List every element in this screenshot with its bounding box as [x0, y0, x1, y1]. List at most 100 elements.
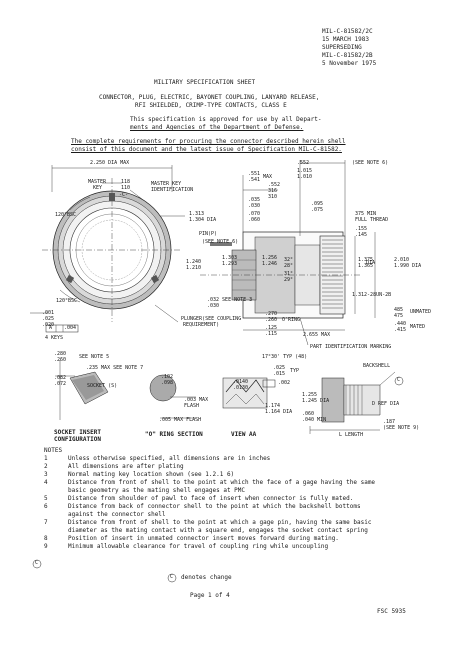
- label-d1990: 1.990 DIA: [394, 263, 422, 269]
- superseded-id: MIL-C-81582/2B: [322, 52, 373, 59]
- label-detail-d1164: 1.164 DIA: [265, 409, 293, 415]
- change-legend-circle-icon: [167, 573, 177, 583]
- label-detail-d040: .040 MIN: [302, 417, 327, 423]
- label-detail-angle: 17°30' TYP (48): [262, 354, 308, 360]
- label-detail-d187: .187: [383, 419, 396, 425]
- label-oring: O'RING: [282, 317, 301, 323]
- label-dia-1313: 1.313: [189, 211, 205, 217]
- label-detail-d260: .260: [54, 357, 67, 363]
- note-text: against the connector shell: [68, 511, 166, 518]
- label-bsc120: 120°BSC: [55, 212, 77, 218]
- label-d552b: .552: [297, 160, 310, 166]
- note-num: 4: [44, 479, 48, 486]
- label-master-key-id2: IDENTIFICATION: [151, 187, 194, 193]
- label-d030: .030: [248, 203, 261, 209]
- label-d541: .541: [248, 177, 261, 183]
- approval-line2: ments and Agencies of the Department of …: [130, 124, 304, 131]
- note-num: 1: [44, 455, 48, 462]
- label-d1365: 1.365: [358, 263, 374, 269]
- note-text: Unless otherwise specified, all dimensio…: [68, 455, 271, 462]
- label-d485: 485: [394, 307, 404, 313]
- requirements-line1: The complete requirements for procuring …: [71, 138, 346, 145]
- label-d1240: 1.240: [186, 259, 202, 265]
- label-detail-d235: .235 MAX SEE NOTE 7: [86, 365, 144, 371]
- label-d032: .032 SEE NOTE 3: [207, 297, 253, 303]
- label-see-note6b: (SEE NOTE 6): [352, 160, 389, 166]
- label-d125: .125: [265, 325, 278, 331]
- label-d070: .070: [248, 211, 261, 217]
- label-d310: 310: [268, 194, 278, 200]
- note-num: 8: [44, 535, 48, 542]
- notes-heading: NOTES: [44, 447, 63, 454]
- label-d1303: 1.303: [222, 255, 238, 261]
- note-num: 9: [44, 543, 48, 550]
- label-four-keys: 4 KEYS: [45, 335, 64, 341]
- label-detail-d1255: 1.255: [302, 392, 318, 398]
- label-d1246: 1.246: [262, 261, 278, 267]
- label-d025: .025: [42, 316, 55, 322]
- label-dia-1304: 1.304 DIA: [189, 217, 217, 223]
- label-d035: .035: [248, 197, 261, 203]
- note-text: diameter as the mating contact with a sq…: [68, 527, 368, 534]
- label-ref-c: -C-: [119, 192, 129, 198]
- label-master-key-id: MASTER KEY: [151, 181, 182, 187]
- requirements-line2: consist of this document and the latest …: [71, 146, 342, 153]
- note-text: All dimensions are after plating: [68, 463, 184, 470]
- note-text: Normal mating key location shown (see 1.…: [68, 471, 235, 478]
- label-thread: 1.312-28UN-2B: [352, 292, 392, 298]
- label-d1293: 1.293: [222, 261, 238, 267]
- title-line1: CONNECTOR, PLUG, ELECTRIC, BAYONET COUPL…: [99, 94, 320, 101]
- note-num: 6: [44, 503, 48, 510]
- front-face-view: [42, 178, 182, 322]
- note-text: Distance from front of shell to the poin…: [68, 519, 372, 526]
- label-datum-004: .004: [64, 325, 77, 331]
- note-num: 5: [44, 495, 48, 502]
- label-plunger2: REQUIREMENT): [183, 322, 220, 328]
- label-detail-d098: .098: [161, 380, 174, 386]
- label-d2010: 2.010: [394, 257, 410, 263]
- label-mated: MATED: [410, 324, 426, 330]
- label-a31: 31°: [284, 271, 294, 277]
- label-detail-d005: .005 MAX FLASH: [159, 417, 202, 423]
- label-detail-d002: .002: [278, 380, 291, 386]
- label-d030b: .030: [207, 303, 220, 309]
- note-change-mark: C: [35, 560, 39, 566]
- label-detail-d1245: 1.245 DIA: [302, 398, 330, 404]
- note-text: basic geometry as the mating shell engag…: [68, 487, 246, 494]
- label-d551: .551: [248, 171, 261, 177]
- label-angle-110: 110: [121, 185, 131, 191]
- change-legend-text: denotes change: [181, 574, 232, 581]
- label-d316: 316: [268, 188, 278, 194]
- label-d001: .001: [42, 310, 55, 316]
- label-d1375: 1.375: [358, 257, 374, 263]
- note-text: Distance from shoulder of pawl to face o…: [68, 495, 354, 502]
- title-line2: RFI SHIELDED, CRIMP-TYPE CONTACTS, CLASS…: [135, 102, 287, 109]
- label-bsc120b: 120°BSC: [56, 298, 78, 304]
- label-d415: .415: [394, 327, 407, 333]
- note-num: 2: [44, 463, 48, 470]
- label-part-id: PART IDENTIFICATION MARKING: [310, 344, 392, 350]
- label-detail-d003: .003 MAX: [184, 397, 209, 403]
- label-a32: 32°: [284, 257, 294, 263]
- label-d075: .075: [311, 207, 324, 213]
- label-d1010: 1.010: [297, 174, 313, 180]
- note-text: Position of insert in unmated connector …: [68, 535, 339, 542]
- label-d260: .260: [265, 317, 278, 323]
- label-d095: .095: [311, 201, 324, 207]
- label-detail-d060: .060: [302, 411, 315, 417]
- label-detail-backshell: BACKSHELL: [363, 363, 391, 369]
- label-d060: .060: [248, 217, 261, 223]
- label-d475: 475: [394, 313, 404, 319]
- note-num: 7: [44, 519, 48, 526]
- label-d270: .270: [265, 311, 278, 317]
- note-text: Distance from back of connector shell to…: [68, 503, 361, 510]
- label-detail-typ: TYP: [290, 368, 300, 374]
- label-see-note6: (SEE NOTE 6): [202, 239, 239, 245]
- label-full-thread: FULL THREAD: [355, 217, 389, 223]
- label-d1256: 1.256: [262, 255, 278, 261]
- backshell-detail: [309, 371, 404, 434]
- label-dia: DIA: [366, 260, 376, 266]
- label-detail-d072: .072: [54, 381, 67, 387]
- fsc-code: FSC 5935: [377, 608, 406, 615]
- sheet-title: MILITARY SPECIFICATION SHEET: [154, 79, 256, 86]
